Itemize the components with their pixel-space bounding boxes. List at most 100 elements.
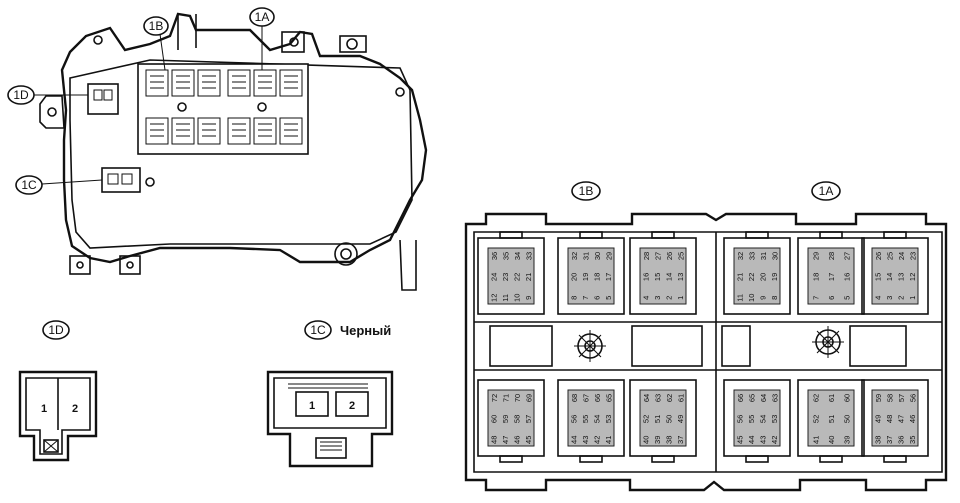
pin-label: 32 xyxy=(570,252,579,260)
pin-label: 58 xyxy=(885,394,894,402)
panel-label-1b: 1B xyxy=(579,184,594,198)
pin-label: 61 xyxy=(676,394,685,402)
pin-label: 23 xyxy=(501,273,510,281)
pin-label: 2 xyxy=(665,296,674,300)
detail-1c-pin2: 2 xyxy=(349,400,355,412)
pin-label: 47 xyxy=(897,415,906,423)
pin-label: 55 xyxy=(581,415,590,423)
pin-label: 6 xyxy=(827,296,836,300)
panel-callout-1b: 1B xyxy=(571,181,601,201)
pin-label: 5 xyxy=(604,296,613,300)
pin-label: 18 xyxy=(593,273,602,281)
pin-label: 71 xyxy=(501,394,510,402)
pin-label: 45 xyxy=(524,436,533,444)
pin-label: 64 xyxy=(759,394,768,402)
pin-label: 6 xyxy=(593,296,602,300)
pin-label: 34 xyxy=(513,252,522,260)
pin-label: 20 xyxy=(570,273,579,281)
pin-label: 65 xyxy=(604,394,613,402)
pin-label: 63 xyxy=(653,394,662,402)
pin-label: 44 xyxy=(747,436,756,444)
pin-label: 31 xyxy=(759,252,768,260)
pin-label: 51 xyxy=(653,415,662,423)
pin-label: 22 xyxy=(513,273,522,281)
pin-label: 25 xyxy=(885,252,894,260)
pin-label: 40 xyxy=(827,436,836,444)
pin-label: 24 xyxy=(897,252,906,260)
callout-1d-text: 1D xyxy=(13,88,29,102)
pin-label: 47 xyxy=(501,436,510,444)
pin-label: 37 xyxy=(676,436,685,444)
pin-label: 36 xyxy=(897,436,906,444)
pin-label: 28 xyxy=(642,252,651,260)
overview-connector-grid xyxy=(145,69,303,145)
pin-label: 32 xyxy=(736,252,745,260)
pin-label: 4 xyxy=(874,296,883,300)
pin-label: 1 xyxy=(676,296,685,300)
pin-label: 13 xyxy=(676,273,685,281)
pin-label: 11 xyxy=(501,294,510,302)
pin-label: 43 xyxy=(581,436,590,444)
pin-label: 56 xyxy=(736,415,745,423)
pin-label: 16 xyxy=(842,273,851,281)
pin-label: 21 xyxy=(524,273,533,281)
pin-label: 61 xyxy=(827,394,836,402)
pin-label: 68 xyxy=(570,394,579,402)
pin-label: 29 xyxy=(604,252,613,260)
pin-label: 10 xyxy=(513,294,522,302)
callout-1c-text: 1C xyxy=(21,178,37,192)
detail-1d: 1D 1 2 xyxy=(18,320,98,462)
pin-label: 43 xyxy=(759,436,768,444)
pin-label: 10 xyxy=(747,294,756,302)
pin-label: 39 xyxy=(653,436,662,444)
detail-1d-pin2: 2 xyxy=(72,403,78,415)
panel-callout-1a: 1A xyxy=(811,181,841,201)
pin-label: 49 xyxy=(676,415,685,423)
connectors-layer: 3624123523113422103321932208311973018629… xyxy=(477,231,929,463)
pin-label: 41 xyxy=(812,436,821,444)
pin-label: 45 xyxy=(736,436,745,444)
pin-label: 56 xyxy=(908,394,917,402)
pin-label: 35 xyxy=(908,436,917,444)
pin-label: 9 xyxy=(759,296,768,300)
pin-label: 26 xyxy=(874,252,883,260)
pin-label: 39 xyxy=(842,436,851,444)
pin-label: 53 xyxy=(604,415,613,423)
pin-label: 21 xyxy=(736,273,745,281)
pin-label: 30 xyxy=(770,252,779,260)
detail-1d-pin1: 1 xyxy=(41,403,47,415)
pin-label: 4 xyxy=(642,296,651,300)
pin-label: 9 xyxy=(524,296,533,300)
pin-label: 2 xyxy=(897,296,906,300)
callout-1a: 1A xyxy=(249,7,275,27)
connector-panel xyxy=(464,212,948,492)
pin-label: 3 xyxy=(885,296,894,300)
pin-label: 58 xyxy=(513,415,522,423)
pin-label: 54 xyxy=(593,415,602,423)
pin-label: 60 xyxy=(490,415,499,423)
pin-label: 27 xyxy=(653,252,662,260)
pin-label: 22 xyxy=(747,273,756,281)
pin-label: 17 xyxy=(827,273,836,281)
pin-label: 7 xyxy=(581,296,590,300)
pin-label: 42 xyxy=(770,436,779,444)
pin-label: 7 xyxy=(812,296,821,300)
pin-label: 5 xyxy=(842,296,851,300)
pin-label: 26 xyxy=(665,252,674,260)
pin-label: 12 xyxy=(490,294,499,302)
pin-label: 20 xyxy=(759,273,768,281)
detail-1c: 1C Черный 1 2 xyxy=(266,320,394,468)
pin-label: 60 xyxy=(842,394,851,402)
detail-1d-label: 1D xyxy=(48,323,64,337)
pin-label: 1 xyxy=(908,296,917,300)
pin-label: 50 xyxy=(665,415,674,423)
pin-label: 59 xyxy=(874,394,883,402)
